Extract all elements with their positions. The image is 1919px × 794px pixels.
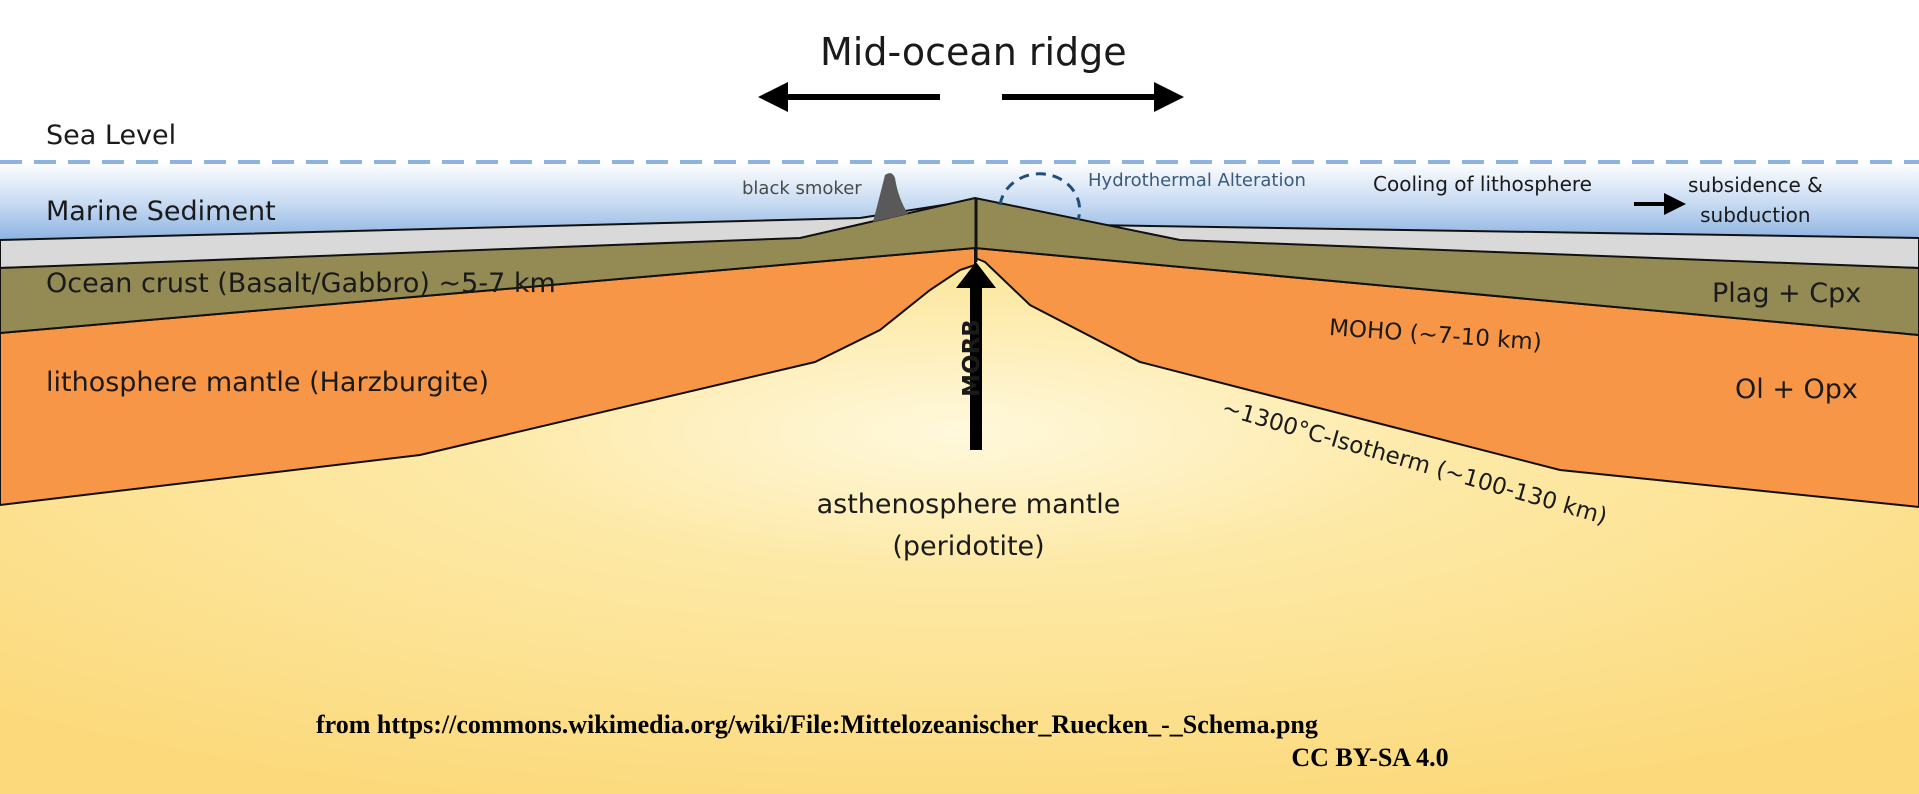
plag-cpx-label: Plag + Cpx xyxy=(1712,278,1862,309)
lithosphere-mantle-label: lithosphere mantle (Harzburgite) xyxy=(46,367,489,398)
black-smoker-icon xyxy=(873,173,908,222)
ol-opx-label: Ol + Opx xyxy=(1735,374,1858,405)
ocean-crust-label: Ocean crust (Basalt/Gabbro) ~5-7 km xyxy=(46,268,556,299)
black-smoker-label: black smoker xyxy=(742,178,862,199)
source-url: from https://commons.wikimedia.org/wiki/… xyxy=(316,710,1318,739)
lithosphere-mantle-right xyxy=(974,246,1919,509)
morb-label: MORB xyxy=(958,319,985,397)
hydrothermal-circulation-icon xyxy=(998,172,1082,221)
cooling-label: Cooling of lithosphere xyxy=(1373,172,1592,196)
spreading-arrow-left xyxy=(758,82,940,112)
spreading-arrow-right xyxy=(1002,82,1184,112)
asthenosphere-label: asthenosphere mantle (peridotite) xyxy=(816,489,1121,562)
diagram-title: Mid-ocean ridge xyxy=(820,30,1127,74)
morb-arrow-shaft xyxy=(970,285,982,450)
subduction-label: subsidence & subduction xyxy=(1688,173,1823,227)
ocean-crust-layer xyxy=(0,196,1919,337)
sea-level-label: Sea Level xyxy=(46,120,177,151)
license-label: CC BY-SA 4.0 xyxy=(1291,743,1449,772)
subduction-arrow xyxy=(1634,193,1686,215)
hydrothermal-label: Hydrothermal Alteration xyxy=(1088,170,1306,191)
marine-sediment-label: Marine Sediment xyxy=(46,196,276,227)
morb-arrow-head xyxy=(956,262,996,288)
